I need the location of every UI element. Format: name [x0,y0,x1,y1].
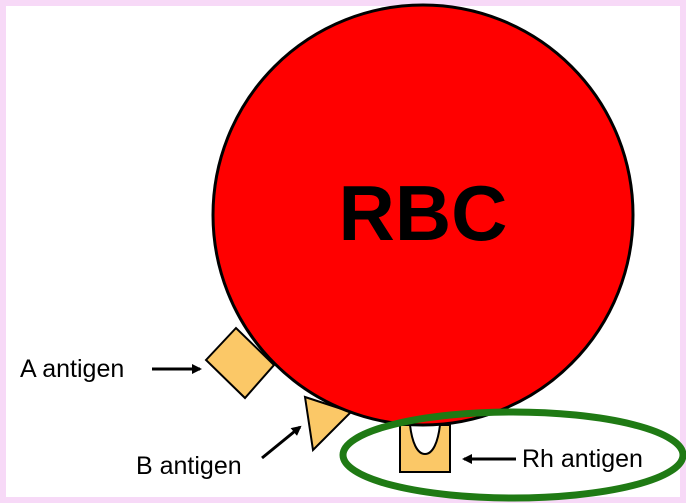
a-antigen-label: A antigen [20,355,124,383]
b-antigen-label: B antigen [136,452,242,480]
cell-label: RBC [339,169,508,257]
rh-antigen-label: Rh antigen [522,445,643,473]
